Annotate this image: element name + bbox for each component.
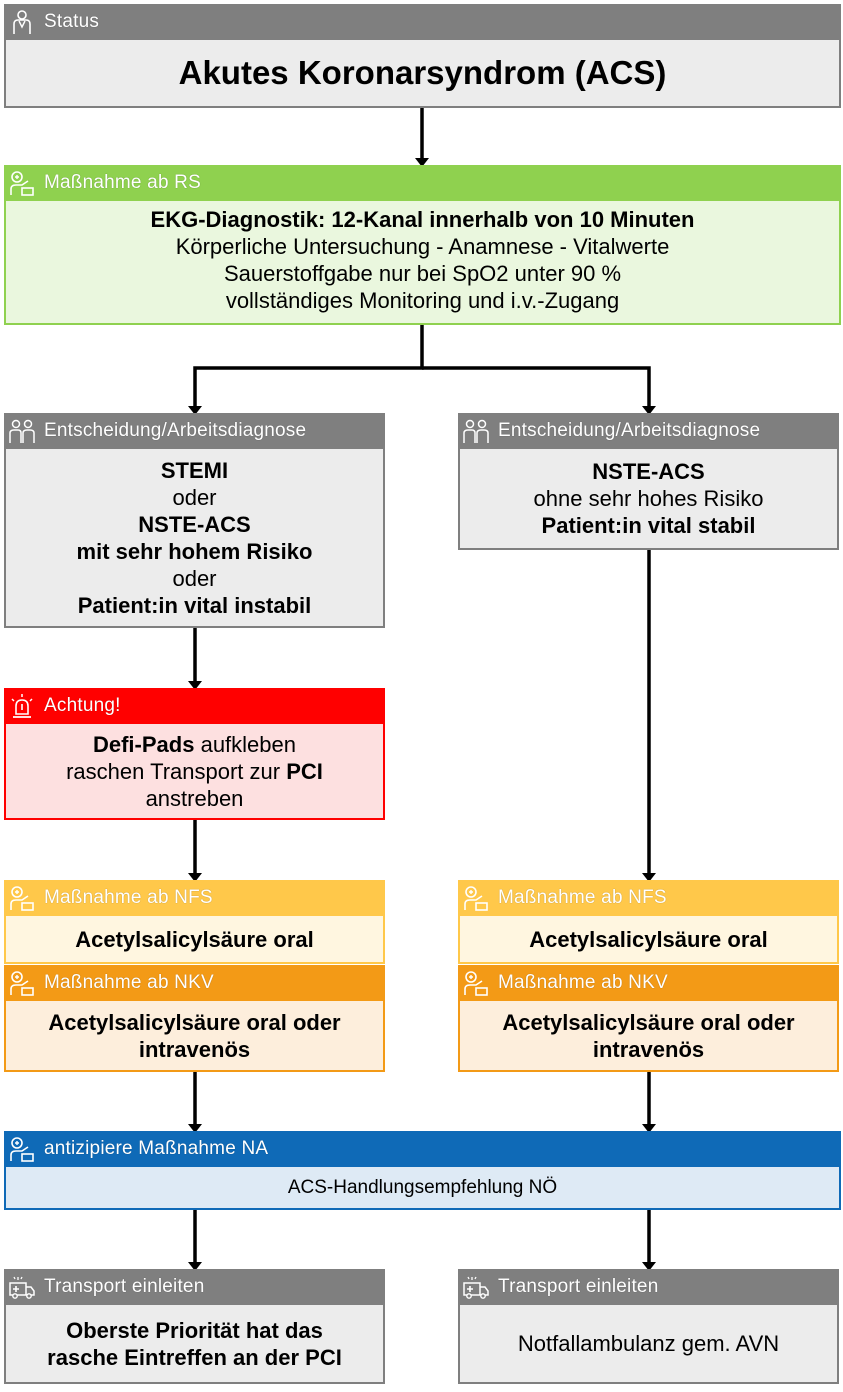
arrow-rs-split xyxy=(193,325,424,408)
decision-right-body: NSTE-ACS ohne sehr hohes Risiko Patient:… xyxy=(458,449,839,550)
rs-line-3: Sauerstoffgabe nur bei SpO2 unter 90 % xyxy=(223,261,622,286)
warning-box: Achtung! Defi-Pads aufkleben raschen Tra… xyxy=(4,688,385,820)
warning-header: Achtung! xyxy=(4,688,385,724)
nkv-left-header: Maßnahme ab NKV xyxy=(4,965,385,1001)
transport-right-body: Notfallambulanz gem. AVN xyxy=(458,1305,839,1384)
decision-left-box: Entscheidung/Arbeitsdiagnose STEMI oder … xyxy=(4,413,385,628)
nkv-right-box: Maßnahme ab NKV Acetylsalicylsäure oral … xyxy=(458,965,839,1072)
na-header: antizipiere Maßnahme NA xyxy=(4,1131,841,1167)
nkv-left-box: Maßnahme ab NKV Acetylsalicylsäure oral … xyxy=(4,965,385,1072)
warning-line-2-rest: raschen Transport zur xyxy=(66,758,287,784)
nkv-left-body: Acetylsalicylsäure oral oder intravenös xyxy=(4,1001,385,1072)
decision-right-line-3: Patient:in vital stabil xyxy=(541,513,756,538)
ambulance-icon xyxy=(9,1276,35,1299)
decision-icon xyxy=(9,419,35,443)
status-header-label: Status xyxy=(44,11,100,32)
rs-line-2: Körperliche Untersuchung - Anamnese - Vi… xyxy=(175,234,670,259)
transport-right-header: Transport einleiten xyxy=(458,1269,839,1305)
decision-left-body: STEMI oder NSTE-ACS mit sehr hohem Risik… xyxy=(4,449,385,628)
decision-right-line-2: ohne sehr hohes Risiko xyxy=(533,486,764,511)
na-body: ACS-Handlungsempfehlung NÖ xyxy=(4,1167,841,1210)
warning-line-1-rest: aufkleben xyxy=(194,731,296,757)
medic-icon xyxy=(10,971,34,996)
nkv-left-line-1: Acetylsalicylsäure oral oder xyxy=(48,1009,341,1035)
transport-left-body: Oberste Priorität hat das rasche Eintref… xyxy=(4,1305,385,1384)
person-icon xyxy=(13,10,31,34)
nfs-left-text: Acetylsalicylsäure oral xyxy=(75,926,314,952)
status-body: Akutes Koronarsyndrom (ACS) xyxy=(4,40,841,108)
rs-line-4: vollständiges Monitoring und i.v.-Zugang xyxy=(225,288,620,313)
warning-body: Defi-Pads aufkleben raschen Transport zu… xyxy=(4,724,385,820)
decision-left-header-label: Entscheidung/Arbeitsdiagnose xyxy=(44,420,307,441)
medic-icon xyxy=(464,886,488,911)
decision-left-line-6: Patient:in vital instabil xyxy=(77,592,312,618)
transport-left-line-2: rasche Eintreffen an der PCI xyxy=(47,1344,342,1370)
nkv-right-line-1: Acetylsalicylsäure oral oder xyxy=(502,1009,795,1035)
nkv-right-header-label: Maßnahme ab NKV xyxy=(498,972,668,993)
nkv-right-line-2: intravenös xyxy=(592,1036,705,1062)
nfs-left-header-label: Maßnahme ab NFS xyxy=(44,887,213,908)
rs-header: Maßnahme ab RS xyxy=(4,165,841,201)
arrow-rs-right xyxy=(422,366,651,408)
transport-right-text: Notfallambulanz gem. AVN xyxy=(517,1331,780,1356)
decision-left-line-5: oder xyxy=(172,565,217,591)
decision-left-line-3: NSTE-ACS xyxy=(138,511,251,537)
nfs-left-header: Maßnahme ab NFS xyxy=(4,880,385,916)
nkv-left-header-label: Maßnahme ab NKV xyxy=(44,972,214,993)
decision-right-header: Entscheidung/Arbeitsdiagnose xyxy=(458,413,839,449)
transport-right-box: Transport einleiten Notfallambulanz gem.… xyxy=(458,1269,839,1384)
medic-icon xyxy=(10,1137,34,1162)
nfs-right-header: Maßnahme ab NFS xyxy=(458,880,839,916)
nfs-right-body: Acetylsalicylsäure oral xyxy=(458,916,839,964)
transport-left-header: Transport einleiten xyxy=(4,1269,385,1305)
warning-line-2-bold: PCI xyxy=(286,758,323,784)
rs-box: Maßnahme ab RS EKG-Diagnostik: 12-Kanal … xyxy=(4,165,841,325)
decision-right-header-label: Entscheidung/Arbeitsdiagnose xyxy=(498,420,761,441)
na-header-label: antizipiere Maßnahme NA xyxy=(44,1138,269,1159)
nkv-right-body: Acetylsalicylsäure oral oder intravenös xyxy=(458,1001,839,1072)
status-box: Status Akutes Koronarsyndrom (ACS) xyxy=(4,4,841,108)
nfs-right-text: Acetylsalicylsäure oral xyxy=(529,926,768,952)
transport-left-box: Transport einleiten Oberste Priorität ha… xyxy=(4,1269,385,1384)
transport-left-line-1: Oberste Priorität hat das xyxy=(66,1317,323,1343)
decision-left-line-1: STEMI xyxy=(160,457,229,483)
rs-body: EKG-Diagnostik: 12-Kanal innerhalb von 1… xyxy=(4,201,841,325)
warning-line-1-bold: Defi-Pads xyxy=(92,731,195,757)
decision-left-header: Entscheidung/Arbeitsdiagnose xyxy=(4,413,385,449)
rs-header-label: Maßnahme ab RS xyxy=(44,172,201,193)
nfs-left-box: Maßnahme ab NFS Acetylsalicylsäure oral xyxy=(4,880,385,964)
status-header: Status xyxy=(4,4,841,40)
nkv-left-line-2: intravenös xyxy=(138,1036,251,1062)
warning-line-2: raschen Transport zur PCI xyxy=(66,758,323,785)
siren-icon xyxy=(11,694,33,718)
na-text: ACS-Handlungsempfehlung NÖ xyxy=(287,1177,558,1198)
decision-right-box: Entscheidung/Arbeitsdiagnose NSTE-ACS oh… xyxy=(458,413,839,550)
transport-right-header-label: Transport einleiten xyxy=(498,1276,659,1297)
decision-left-line-4: mit sehr hohem Risiko xyxy=(76,538,313,564)
nkv-right-header: Maßnahme ab NKV xyxy=(458,965,839,1001)
nfs-right-header-label: Maßnahme ab NFS xyxy=(498,887,667,908)
medic-icon xyxy=(10,886,34,911)
warning-line-1: Defi-Pads aufkleben xyxy=(93,731,296,758)
decision-icon xyxy=(463,419,489,443)
na-box: antizipiere Maßnahme NA ACS-Handlungsemp… xyxy=(4,1131,841,1210)
ambulance-icon xyxy=(463,1276,489,1299)
transport-left-header-label: Transport einleiten xyxy=(44,1276,205,1297)
medic-icon xyxy=(10,171,34,196)
rs-line-1: EKG-Diagnostik: 12-Kanal innerhalb von 1… xyxy=(150,207,695,232)
page-title: Akutes Koronarsyndrom (ACS) xyxy=(178,54,667,91)
decision-right-line-1: NSTE-ACS xyxy=(592,459,705,484)
warning-line-3: anstreben xyxy=(145,785,244,811)
decision-left-line-2: oder xyxy=(172,484,217,510)
medic-icon xyxy=(464,971,488,996)
nfs-left-body: Acetylsalicylsäure oral xyxy=(4,916,385,964)
nfs-right-box: Maßnahme ab NFS Acetylsalicylsäure oral xyxy=(458,880,839,964)
warning-header-label: Achtung! xyxy=(44,695,121,716)
